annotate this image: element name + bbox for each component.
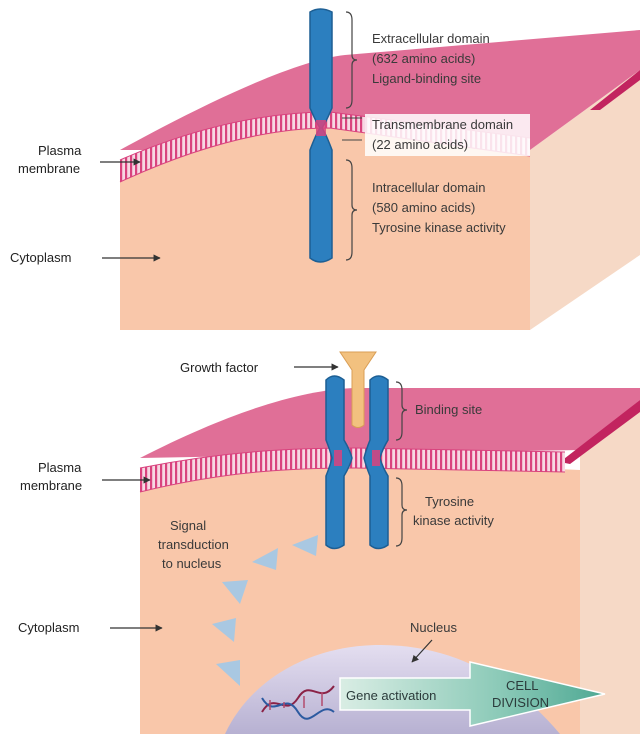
intracellular-label-1: Intracellular domain — [372, 180, 485, 195]
gene-activation-label: Gene activation — [346, 688, 436, 703]
binding-site-label: Binding site — [415, 402, 482, 417]
signal-label-3: to nucleus — [162, 556, 222, 571]
growth-factor-label: Growth factor — [180, 360, 259, 375]
top-panel: Extracellular domain (632 amino acids) L… — [10, 9, 640, 330]
extracellular-label-2: (632 amino acids) — [372, 51, 475, 66]
bottom-panel: Gene activation CELL DIVISION Growth fac… — [18, 352, 640, 734]
transmembrane-label-1: Transmembrane domain — [372, 117, 513, 132]
bottom-plasma-label-1: Plasma — [38, 460, 82, 475]
cell-division-label-1: CELL — [506, 678, 539, 693]
top-plasma-label-1: Plasma — [38, 143, 82, 158]
nucleus-label: Nucleus — [410, 620, 457, 635]
intracellular-label-2: (580 amino acids) — [372, 200, 475, 215]
bottom-cell-side-face — [580, 400, 640, 734]
signal-label-1: Signal — [170, 518, 206, 533]
extracellular-label-3: Ligand-binding site — [372, 71, 481, 86]
intracellular-label-3: Tyrosine kinase activity — [372, 220, 506, 235]
top-cytoplasm-label: Cytoplasm — [10, 250, 71, 265]
cell-division-label-2: DIVISION — [492, 695, 549, 710]
bottom-plasma-label-2: membrane — [20, 478, 82, 493]
top-plasma-label-2: membrane — [18, 161, 80, 176]
tyrosine-label-2: kinase activity — [413, 513, 494, 528]
bottom-cytoplasm-label: Cytoplasm — [18, 620, 79, 635]
extracellular-label-1: Extracellular domain — [372, 31, 490, 46]
transmembrane-label-2: (22 amino acids) — [372, 137, 468, 152]
signal-label-2: transduction — [158, 537, 229, 552]
bottom-cell-top-surface — [140, 388, 640, 458]
tyrosine-label-1: Tyrosine — [425, 494, 474, 509]
